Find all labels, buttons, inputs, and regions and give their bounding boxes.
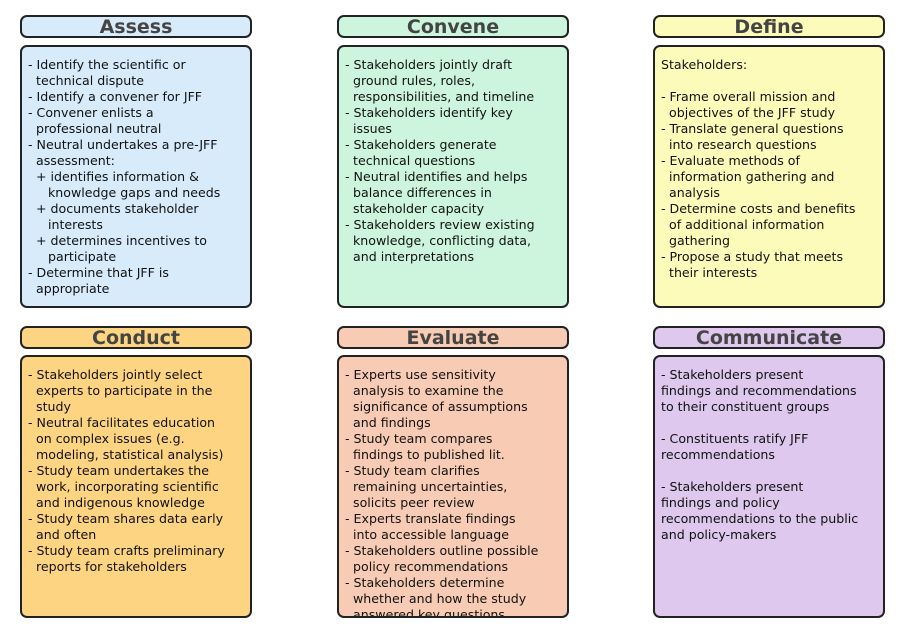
- panel-line: study: [28, 399, 71, 414]
- panel-line: significance of assumptions: [345, 399, 528, 414]
- panel-line: answered key questions: [345, 607, 505, 618]
- assess-title: Assess: [20, 15, 252, 38]
- panel-line: findings to published lit.: [345, 447, 505, 462]
- evaluate-panel: - Experts use sensitivity analysis to ex…: [337, 355, 569, 618]
- panel-line: into research questions: [661, 137, 817, 152]
- convene-title: Convene: [337, 15, 569, 38]
- panel-line: and often: [28, 527, 97, 542]
- panel-line: findings and policy: [661, 495, 780, 510]
- panel-line: policy recommendations: [345, 559, 509, 574]
- panel-line: and interpretations: [345, 249, 475, 264]
- panel-line: whether and how the study: [345, 591, 527, 606]
- conduct-panel: - Stakeholders jointly select experts to…: [20, 355, 252, 618]
- panel-line: technical dispute: [28, 73, 144, 88]
- panel-line: assessment:: [28, 153, 115, 168]
- panel-line: stakeholder capacity: [345, 201, 485, 216]
- panel-line: analysis: [661, 185, 720, 200]
- panel-line: - Experts translate findings: [345, 511, 516, 526]
- conduct-title: Conduct: [20, 326, 252, 349]
- panel-line: on complex issues (e.g.: [28, 431, 185, 446]
- panel-line: - Study team clarifies: [345, 463, 480, 478]
- panel-line: - Frame overall mission and: [661, 89, 836, 104]
- panel-line: solicits peer review: [345, 495, 475, 510]
- panel-line: recommendations to the public: [661, 511, 859, 526]
- panel-line: - Neutral identifies and helps: [345, 169, 528, 184]
- panel-line: - Stakeholders generate: [345, 137, 497, 152]
- panel-line: - Stakeholders determine: [345, 575, 505, 590]
- panel-line: to their constituent groups: [661, 399, 830, 414]
- panel-line: findings and recommendations: [661, 383, 857, 398]
- panel-line: technical questions: [345, 153, 476, 168]
- evaluate-title: Evaluate: [337, 326, 569, 349]
- panel-line: - Neutral undertakes a pre-JFF: [28, 137, 218, 152]
- panel-line: - Experts use sensitivity: [345, 367, 496, 382]
- panel-line: - Determine that JFF is: [28, 265, 169, 280]
- panel-line: and policy-makers: [661, 527, 777, 542]
- panel-line: - Stakeholders identify key: [345, 105, 513, 120]
- panel-line: - Convener enlists a: [28, 105, 154, 120]
- panel-line: + identifies information &: [28, 169, 199, 184]
- panel-line: into accessible language: [345, 527, 509, 542]
- panel-line: - Determine costs and benefits: [661, 201, 856, 216]
- panel-line: [661, 73, 883, 89]
- panel-line: [661, 415, 883, 431]
- panel-line: appropriate: [28, 281, 110, 296]
- define-panel: Stakeholders: - Frame overall mission and…: [653, 45, 885, 308]
- panel-line: - Study team crafts preliminary: [28, 543, 225, 558]
- panel-line: modeling, statistical analysis): [28, 447, 224, 462]
- panel-line: reports for stakeholders: [28, 559, 187, 574]
- panel-line: - Stakeholders jointly draft: [345, 57, 513, 72]
- panel-line: - Stakeholders outline possible: [345, 543, 539, 558]
- panel-line: - Identify a convener for JFF: [28, 89, 203, 104]
- panel-line: experts to participate in the: [28, 383, 213, 398]
- panel-line: participate: [28, 249, 117, 264]
- panel-line: professional neutral: [28, 121, 162, 136]
- panel-line: - Stakeholders present: [661, 479, 804, 494]
- communicate-title: Communicate: [653, 326, 885, 349]
- panel-line: responsibilities, and timeline: [345, 89, 535, 104]
- panel-line: - Stakeholders jointly select: [28, 367, 203, 382]
- panel-line: interests: [28, 217, 103, 232]
- panel-line: + determines incentives to: [28, 233, 207, 248]
- panel-line: objectives of the JFF study: [661, 105, 836, 120]
- panel-line: knowledge gaps and needs: [28, 185, 221, 200]
- panel-line: information gathering and: [661, 169, 835, 184]
- panel-line: their interests: [661, 265, 758, 280]
- panel-line: ground rules, roles,: [345, 73, 475, 88]
- panel-line: - Study team compares: [345, 431, 493, 446]
- panel-line: analysis to examine the: [345, 383, 504, 398]
- panel-line: - Identify the scientific or: [28, 57, 186, 72]
- panel-line: - Evaluate methods of: [661, 153, 800, 168]
- panel-line: - Stakeholders present: [661, 367, 804, 382]
- panel-line: and findings: [345, 415, 431, 430]
- panel-line: Stakeholders:: [661, 57, 748, 72]
- panel-line: - Constituents ratify JFF: [661, 431, 809, 446]
- panel-line: [661, 463, 883, 479]
- define-title: Define: [653, 15, 885, 38]
- panel-line: - Stakeholders review existing: [345, 217, 535, 232]
- panel-line: issues: [345, 121, 392, 136]
- panel-line: - Neutral facilitates education: [28, 415, 215, 430]
- panel-line: + documents stakeholder: [28, 201, 199, 216]
- panel-line: knowledge, conflicting data,: [345, 233, 532, 248]
- panel-line: - Study team shares data early: [28, 511, 224, 526]
- panel-line: - Study team undertakes the: [28, 463, 209, 478]
- panel-line: - Translate general questions: [661, 121, 844, 136]
- panel-line: gathering: [661, 233, 731, 248]
- panel-line: - Propose a study that meets: [661, 249, 844, 264]
- panel-line: work, incorporating scientific: [28, 479, 219, 494]
- panel-line: of additional information: [661, 217, 825, 232]
- panel-line: and indigenous knowledge: [28, 495, 205, 510]
- panel-line: remaining uncertainties,: [345, 479, 508, 494]
- panel-line: balance differences in: [345, 185, 492, 200]
- panel-line: recommendations: [661, 447, 775, 462]
- convene-panel: - Stakeholders jointly draft ground rule…: [337, 45, 569, 308]
- assess-panel: - Identify the scientific or technical d…: [20, 45, 252, 308]
